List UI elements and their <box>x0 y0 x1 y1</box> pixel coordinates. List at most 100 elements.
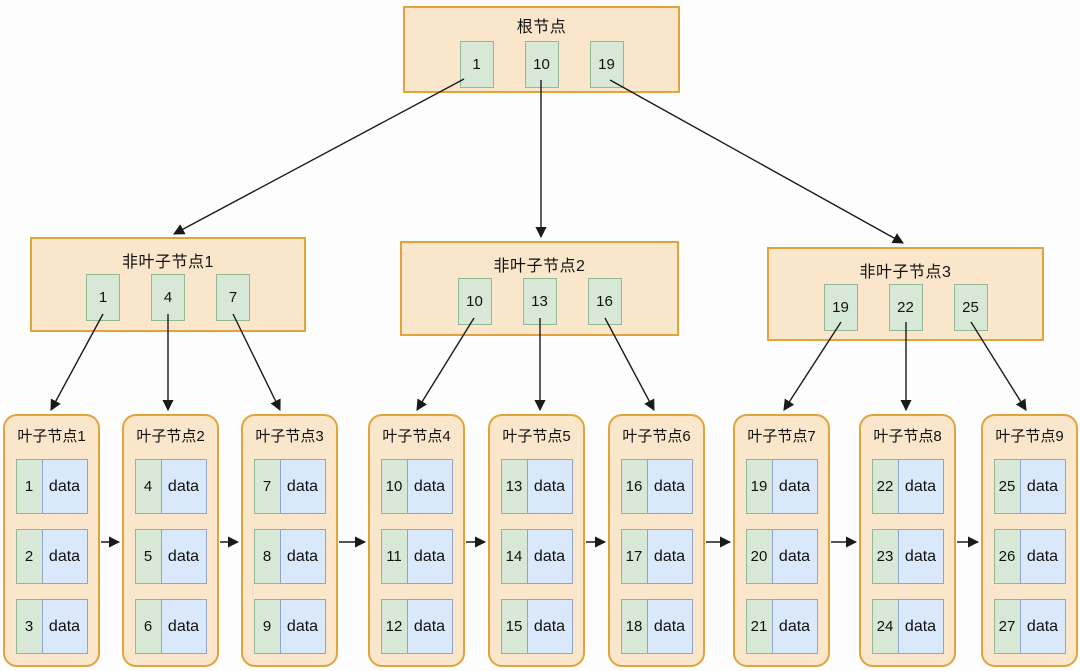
leaf-data-cell: data <box>646 529 693 584</box>
internal1-key-4: 4 <box>151 274 185 321</box>
leaf-row: 23 data <box>871 529 944 584</box>
leaf-key-cell: 10 <box>380 459 408 514</box>
leaf-row: 17 data <box>620 529 693 584</box>
leaf-data-cell: data <box>406 529 453 584</box>
leaf-row: 12 data <box>380 599 453 654</box>
leaf-node-4-title: 叶子节点4 <box>382 428 451 445</box>
leaf-node-1: 叶子节点1 1 data 2 data 3 data <box>3 414 100 667</box>
leaf-node-8: 叶子节点8 22 data 23 data 24 data <box>859 414 956 667</box>
root-key-10: 10 <box>524 41 559 88</box>
leaf-row: 10 data <box>380 459 453 514</box>
leaf-key-cell: 14 <box>500 529 528 584</box>
internal3-key-19: 19 <box>823 284 858 331</box>
leaf-row: 13 data <box>500 459 573 514</box>
leaf-key-cell: 19 <box>745 459 773 514</box>
leaf-data-cell: data <box>771 459 818 514</box>
leaf-node-9: 叶子节点9 25 data 26 data 27 data <box>981 414 1078 667</box>
leaf-row: 21 data <box>745 599 818 654</box>
leaf-key-cell: 17 <box>620 529 648 584</box>
leaf-key-cell: 26 <box>993 529 1021 584</box>
leaf-data-cell: data <box>279 529 326 584</box>
leaf-key-cell: 20 <box>745 529 773 584</box>
leaf-row: 27 data <box>993 599 1066 654</box>
leaf-key-cell: 6 <box>134 599 162 654</box>
leaf-data-cell: data <box>279 459 326 514</box>
leaf-key-cell: 7 <box>253 459 281 514</box>
leaf-key-cell: 23 <box>871 529 899 584</box>
internal-node-1-keys: 1 4 7 <box>32 274 304 321</box>
leaf-data-cell: data <box>771 599 818 654</box>
internal-node-2: 非叶子节点2 10 13 16 <box>400 241 679 336</box>
internal-node-3-keys: 19 22 25 <box>769 284 1042 331</box>
leaf-key-cell: 1 <box>15 459 43 514</box>
edge-root-key19-to-internal3 <box>609 79 904 244</box>
leaf-key-cell: 25 <box>993 459 1021 514</box>
leaf-node-2-title: 叶子节点2 <box>136 428 205 445</box>
leaf-row: 22 data <box>871 459 944 514</box>
leaf-data-cell: data <box>1019 529 1066 584</box>
leaf-row: 8 data <box>253 529 326 584</box>
leaf-key-cell: 11 <box>380 529 408 584</box>
leaf-row: 24 data <box>871 599 944 654</box>
leaf-key-cell: 9 <box>253 599 281 654</box>
leaf-key-cell: 2 <box>15 529 43 584</box>
leaf-row: 4 data <box>134 459 207 514</box>
leaf-key-cell: 13 <box>500 459 528 514</box>
leaf-node-9-title: 叶子节点9 <box>995 428 1064 445</box>
leaf-key-cell: 27 <box>993 599 1021 654</box>
leaf-data-cell: data <box>41 459 88 514</box>
leaf-key-cell: 12 <box>380 599 408 654</box>
leaf-data-cell: data <box>646 599 693 654</box>
leaf-data-cell: data <box>897 459 944 514</box>
leaf-data-cell: data <box>1019 599 1066 654</box>
leaf-data-cell: data <box>897 529 944 584</box>
leaf-node-7-title: 叶子节点7 <box>747 428 816 445</box>
leaf-node-6: 叶子节点6 16 data 17 data 18 data <box>608 414 705 667</box>
leaf-row: 15 data <box>500 599 573 654</box>
leaf-node-1-title: 叶子节点1 <box>17 428 86 445</box>
leaf-row: 11 data <box>380 529 453 584</box>
leaf-key-cell: 16 <box>620 459 648 514</box>
root-key-1: 1 <box>459 41 494 88</box>
leaf-node-5-title: 叶子节点5 <box>502 428 571 445</box>
leaf-row: 20 data <box>745 529 818 584</box>
internal-node-2-title: 非叶子节点2 <box>493 258 586 275</box>
leaf-key-cell: 5 <box>134 529 162 584</box>
leaf-node-5: 叶子节点5 13 data 14 data 15 data <box>488 414 585 667</box>
leaf-node-8-title: 叶子节点8 <box>873 428 942 445</box>
leaf-data-cell: data <box>526 529 573 584</box>
internal2-key-13: 13 <box>522 278 557 325</box>
leaf-data-cell: data <box>526 459 573 514</box>
leaf-row: 5 data <box>134 529 207 584</box>
leaf-row: 3 data <box>15 599 88 654</box>
internal-node-3-title: 非叶子节点3 <box>859 264 952 281</box>
leaf-row: 9 data <box>253 599 326 654</box>
internal1-key-1: 1 <box>86 274 120 321</box>
leaf-key-cell: 18 <box>620 599 648 654</box>
leaf-row: 7 data <box>253 459 326 514</box>
leaf-data-cell: data <box>406 459 453 514</box>
leaf-key-cell: 21 <box>745 599 773 654</box>
internal-node-1: 非叶子节点1 1 4 7 <box>30 237 306 332</box>
leaf-node-4: 叶子节点4 10 data 11 data 12 data <box>368 414 465 667</box>
leaf-node-7: 叶子节点7 19 data 20 data 21 data <box>733 414 830 667</box>
leaf-row: 6 data <box>134 599 207 654</box>
leaf-key-cell: 22 <box>871 459 899 514</box>
leaf-data-cell: data <box>160 529 207 584</box>
leaf-data-cell: data <box>1019 459 1066 514</box>
leaf-key-cell: 24 <box>871 599 899 654</box>
leaf-data-cell: data <box>646 459 693 514</box>
internal3-key-22: 22 <box>888 284 923 331</box>
internal-node-3: 非叶子节点3 19 22 25 <box>767 247 1044 341</box>
leaf-key-cell: 8 <box>253 529 281 584</box>
leaf-row: 19 data <box>745 459 818 514</box>
leaf-data-cell: data <box>897 599 944 654</box>
leaf-node-6-title: 叶子节点6 <box>622 428 691 445</box>
leaf-node-3: 叶子节点3 7 data 8 data 9 data <box>241 414 338 667</box>
leaf-row: 25 data <box>993 459 1066 514</box>
edge-root-key1-to-internal1 <box>173 78 465 235</box>
leaf-key-cell: 4 <box>134 459 162 514</box>
leaf-data-cell: data <box>160 459 207 514</box>
internal-node-2-keys: 10 13 16 <box>402 278 677 325</box>
